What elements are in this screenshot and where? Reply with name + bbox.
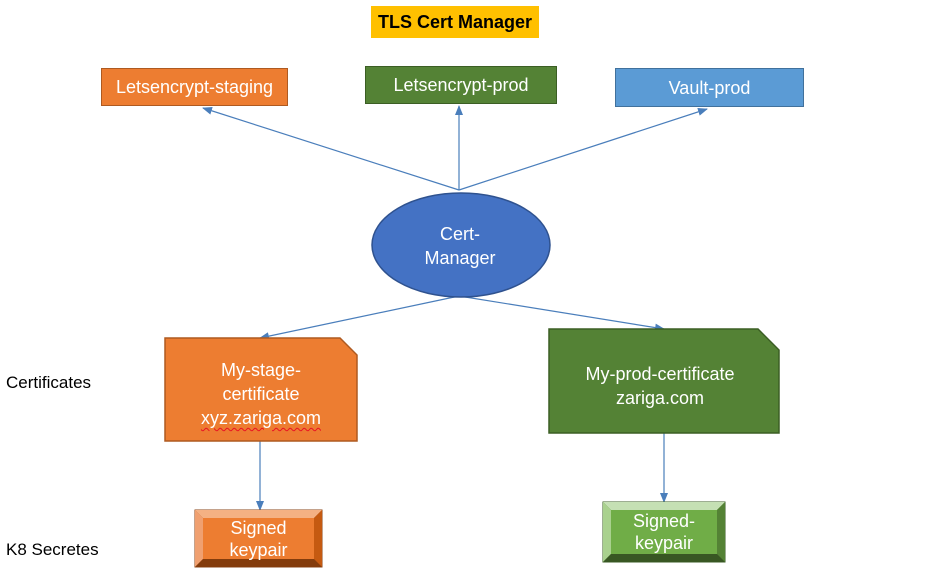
stage-cert-line2: certificate — [222, 384, 300, 404]
stage-secret-line2: keypair — [229, 540, 288, 560]
diagram-title: TLS Cert Manager — [371, 6, 539, 38]
cert-manager-line2: Manager — [424, 248, 496, 268]
issuer-letsencrypt-staging: Letsencrypt-staging — [101, 68, 288, 106]
prod-cert-line1: My-prod-certificate — [585, 364, 735, 384]
arrow-to-prod-cert — [458, 295, 665, 332]
stage-secret-line1: Signed — [230, 518, 287, 538]
arrow-to-vault — [458, 107, 708, 191]
stage-certificate-shape — [164, 337, 358, 442]
arrow-to-stage-cert — [259, 295, 460, 341]
prod-secret-line1: Signed- — [632, 511, 696, 531]
stage-cert-line1: My-stage- — [220, 360, 301, 380]
prod-cert-line2: zariga.com — [615, 388, 705, 408]
arrow-to-staging — [202, 106, 460, 191]
issuer-vault-prod: Vault-prod — [615, 68, 804, 107]
prod-certificate-shape — [548, 328, 780, 434]
stage-certificate-label: My-stage- certificate xyz.zariga.com — [165, 358, 357, 430]
prod-secret-shape — [602, 501, 726, 563]
cert-manager-label: Cert- Manager — [405, 222, 515, 270]
row-label-secrets: K8 Secretes — [6, 540, 99, 559]
prod-certificate-label: My-prod-certificate zariga.com — [549, 362, 771, 410]
cert-manager-ellipse — [371, 192, 551, 298]
issuer-letsencrypt-prod: Letsencrypt-prod — [365, 66, 557, 104]
stage-cert-line3: xyz.zariga.com — [200, 408, 322, 428]
prod-secret-label: Signed- keypair — [611, 510, 717, 554]
prod-secret-line2: keypair — [634, 533, 694, 553]
cert-manager-line1: Cert- — [440, 224, 480, 244]
stage-secret-label: Signed keypair — [203, 517, 314, 561]
row-label-certificates: Certificates — [6, 373, 92, 392]
stage-secret-shape — [194, 509, 323, 568]
